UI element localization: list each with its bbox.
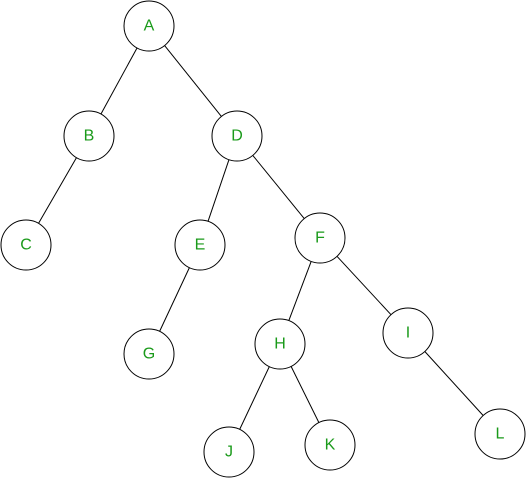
edge-e-g <box>159 267 190 332</box>
node-circle <box>304 419 356 471</box>
node-circle <box>474 408 526 460</box>
node-label: H <box>274 336 286 353</box>
node-label: L <box>496 426 505 443</box>
node-label: D <box>231 128 243 145</box>
tree-node-b: B <box>63 110 115 162</box>
edge-a-d <box>164 45 222 117</box>
node-label: B <box>84 128 95 145</box>
node-circle <box>123 0 175 52</box>
node-label: J <box>225 444 233 461</box>
edges-layer <box>38 45 484 430</box>
tree-node-h: H <box>254 318 306 370</box>
edge-b-c <box>38 157 77 224</box>
node-label: I <box>406 325 410 342</box>
edge-h-j <box>239 366 270 430</box>
node-circle <box>174 219 226 271</box>
edge-f-h <box>288 261 312 321</box>
node-label: E <box>195 237 206 254</box>
tree-node-l: L <box>474 408 526 460</box>
tree-node-g: G <box>123 328 175 380</box>
node-label: A <box>144 18 155 35</box>
edge-i-l <box>424 351 484 416</box>
edge-a-b <box>100 47 138 115</box>
node-label: K <box>325 437 336 454</box>
tree-node-d: D <box>211 110 263 162</box>
node-circle <box>63 110 115 162</box>
node-circle <box>254 318 306 370</box>
node-label: F <box>315 230 325 247</box>
node-circle <box>203 426 255 478</box>
node-label: C <box>20 237 32 254</box>
node-circle <box>294 212 346 264</box>
tree-node-e: E <box>174 219 226 271</box>
node-circle <box>123 328 175 380</box>
tree-node-a: A <box>123 0 175 52</box>
edge-f-i <box>336 256 392 315</box>
tree-node-i: I <box>382 307 434 359</box>
node-circle <box>382 307 434 359</box>
node-label: G <box>143 346 155 363</box>
edge-d-e <box>207 159 230 222</box>
tree-node-c: C <box>0 219 52 271</box>
edge-h-k <box>290 366 320 423</box>
node-circle <box>211 110 263 162</box>
node-circle <box>0 219 52 271</box>
tree-node-k: K <box>304 419 356 471</box>
edge-d-f <box>252 155 305 219</box>
tree-node-j: J <box>203 426 255 478</box>
tree-node-f: F <box>294 212 346 264</box>
